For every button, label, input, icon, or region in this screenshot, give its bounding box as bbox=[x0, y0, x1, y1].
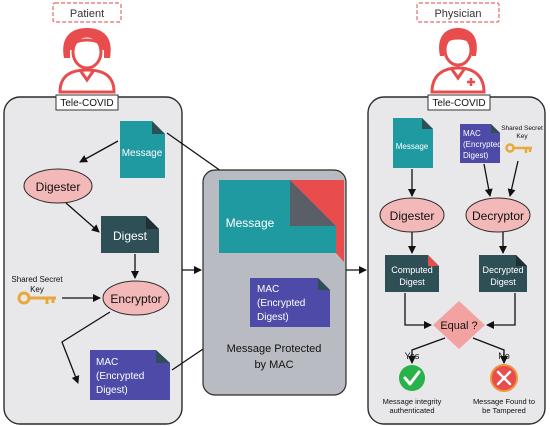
physician-computed-digest-doc: Computed Digest bbox=[385, 255, 439, 292]
physician-key-icon bbox=[505, 143, 532, 153]
patient-title: Patient bbox=[70, 8, 104, 20]
physician-key-label-2: Key bbox=[516, 133, 528, 140]
physician-mac-doc: MAC (Encrypted Digest) bbox=[460, 124, 502, 163]
physician-avatar-icon bbox=[430, 28, 486, 94]
patient-key-label-1: Shared Secret bbox=[11, 275, 63, 284]
physician-decryptor-label: Decryptor bbox=[472, 209, 524, 223]
patient-app-label: Tele-COVID bbox=[60, 98, 113, 109]
middle-caption-1: Message Protected bbox=[227, 343, 322, 355]
cross-circle-icon bbox=[490, 364, 518, 392]
patient-mac-label-3: Digest) bbox=[96, 385, 128, 396]
physician-computed-digest-label-1: Computed bbox=[391, 265, 433, 275]
patient-mac-label-1: MAC bbox=[96, 357, 118, 368]
patient-title-box bbox=[52, 2, 122, 23]
middle-mac-label-3: Digest) bbox=[257, 312, 289, 323]
physician-arrows bbox=[404, 160, 519, 364]
physician-key-label-1: Shared Secret bbox=[501, 125, 543, 132]
patient-mac-doc: MAC (Encrypted Digest) bbox=[90, 350, 170, 400]
physician-digester-label: Digester bbox=[390, 209, 435, 223]
physician-no-result-1: Message Found to bbox=[473, 397, 535, 406]
physician-yes-result-1: Message integrity bbox=[383, 397, 442, 406]
patient-digester-node bbox=[23, 168, 93, 204]
middle-mac-label-1: MAC bbox=[257, 284, 279, 295]
physician-yes-result-2: authenticated bbox=[389, 406, 434, 415]
patient-encryptor-node bbox=[102, 280, 170, 316]
physician-no-result-2: be Tampered bbox=[482, 406, 526, 415]
patient-key-label-2: Key bbox=[30, 285, 44, 294]
physician-decryptor-node bbox=[465, 197, 531, 233]
middle-message-doc: Message bbox=[219, 180, 344, 262]
physician-header: Physician bbox=[416, 2, 500, 23]
physician-mac-label-3: Digest) bbox=[463, 151, 489, 160]
middle-mac-label-2: (Encrypted bbox=[257, 298, 305, 309]
patient-mac-label-2: (Encrypted bbox=[96, 371, 144, 382]
patient-message-doc: Message bbox=[120, 121, 165, 178]
physician-title: Physician bbox=[434, 8, 481, 20]
physician-app-label: Tele-COVID bbox=[432, 98, 485, 109]
physician-decrypted-digest-doc: Decrypted Digest bbox=[479, 255, 527, 292]
patient-encryptor-label: Encryptor bbox=[110, 292, 161, 306]
middle-mac-doc: MAC (Encrypted Digest) bbox=[250, 278, 330, 327]
physician-title-box bbox=[416, 2, 500, 23]
physician-decrypted-digest-label-1: Decrypted bbox=[482, 265, 523, 275]
patient-digester-label: Digester bbox=[36, 180, 81, 194]
physician-message-label: Message bbox=[396, 142, 429, 151]
patient-message-label: Message bbox=[122, 148, 163, 159]
physician-decrypted-digest-label-2: Digest bbox=[490, 277, 516, 287]
middle-message-label: Message bbox=[226, 216, 275, 230]
patient-digest-doc: Digest bbox=[101, 216, 159, 253]
patient-key-icon bbox=[17, 291, 56, 305]
physician-message-doc: Message bbox=[393, 118, 433, 168]
patient-header: Patient bbox=[52, 2, 122, 23]
middle-caption-2: by MAC bbox=[254, 359, 293, 371]
physician-mac-label-1: MAC bbox=[463, 129, 481, 138]
physician-app-label-box bbox=[427, 94, 491, 111]
patient-avatar-icon bbox=[58, 28, 116, 94]
patient-digest-label: Digest bbox=[113, 229, 148, 243]
physician-computed-digest-label-2: Digest bbox=[399, 277, 425, 287]
physician-equal-diamond bbox=[433, 301, 485, 349]
physician-mac-label-2: (Encrypted bbox=[463, 140, 502, 149]
check-circle-icon bbox=[399, 365, 425, 391]
patient-app-label-box bbox=[55, 94, 119, 111]
physician-equal-label: Equal ? bbox=[440, 320, 477, 332]
